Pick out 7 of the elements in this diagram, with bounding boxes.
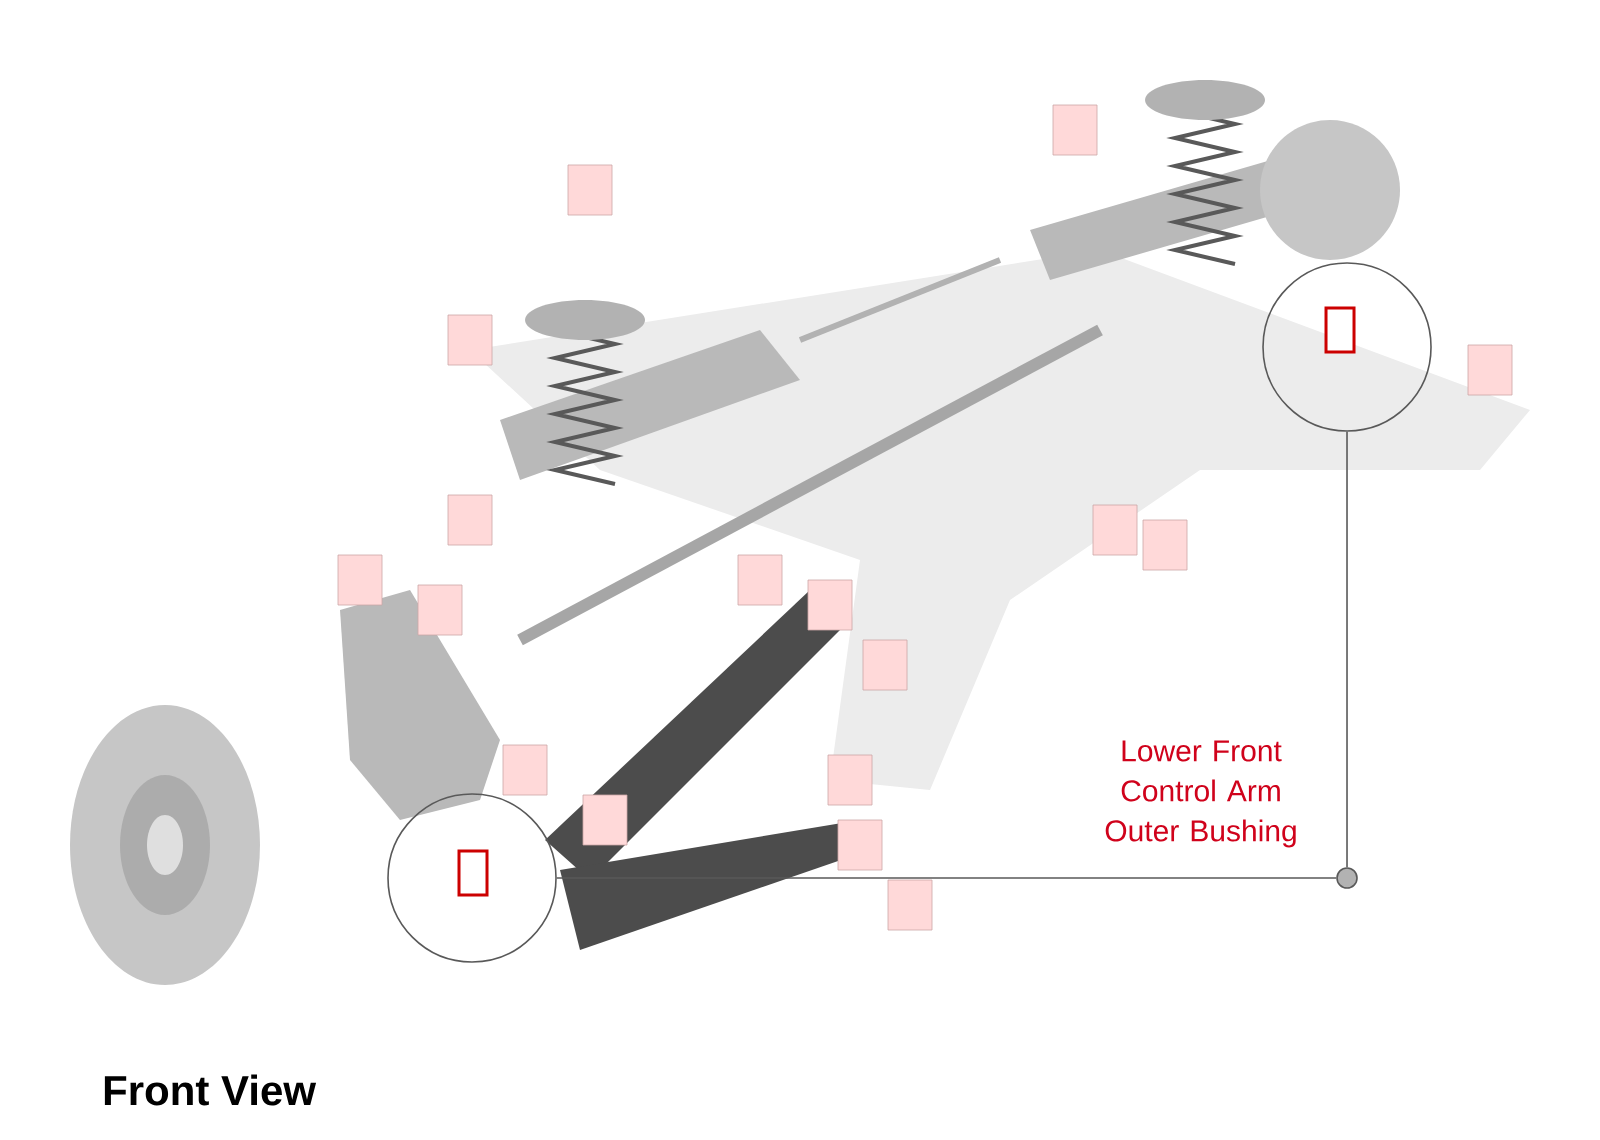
- callout-label: Lower Front Control Arm Outer Bushing: [1105, 740, 1296, 848]
- leader-dot: [1336, 867, 1358, 889]
- callout-circle: [387, 793, 557, 963]
- view-title: Front View: [104, 1074, 317, 1106]
- callout-circle: [1262, 262, 1432, 432]
- leader-line: [1346, 431, 1348, 868]
- leader-line: [556, 877, 1337, 879]
